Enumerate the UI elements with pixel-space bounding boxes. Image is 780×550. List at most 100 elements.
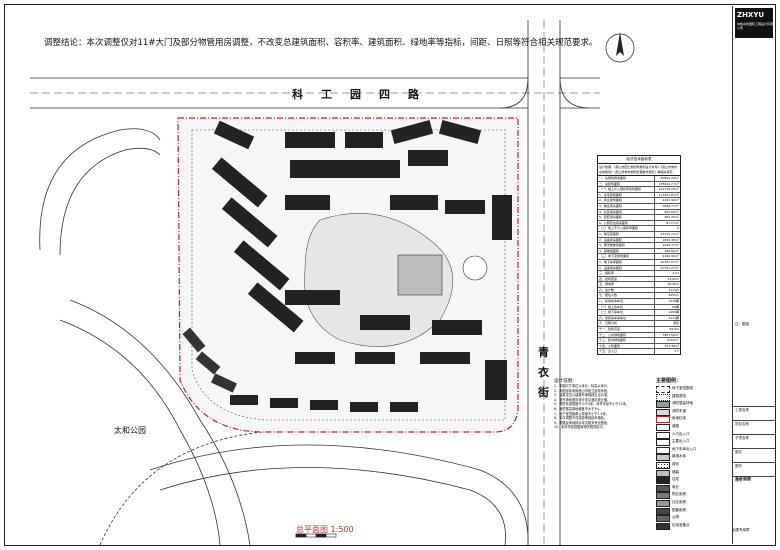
indicator-name: 三、容积率 <box>598 271 655 276</box>
logo-text: ZHXYU <box>737 11 765 19</box>
indicator-name: 2、设备用房面积 <box>598 265 655 271</box>
table-row: 七、居住人数 3555人 <box>598 293 680 300</box>
note-line: 3、建筑定位以建筑外墙轴线交点为准。 <box>554 393 611 398</box>
indicator-name: 八、机动车停车位 <box>598 299 655 304</box>
indicator-value: 4个 <box>674 349 679 354</box>
indicator-value: 40761.27m² <box>660 265 679 270</box>
indicator-value: 1111辆 <box>668 315 679 320</box>
road-east-char: 青 <box>538 346 549 359</box>
indicator-value: 60563.34m² <box>660 176 679 180</box>
title-block-field: 子项名称 <box>735 436 749 440</box>
title-block-divider <box>733 406 775 407</box>
indicator-name: 十、日照分析 <box>598 321 655 327</box>
legend-swatch <box>656 408 670 416</box>
title-block-divider <box>733 434 775 435</box>
road-north-char: 园 <box>350 88 361 101</box>
indicator-value: 761.40m² <box>664 343 679 348</box>
indicator-value: 113401.87m² <box>658 192 679 197</box>
scale-label: 总平面图 1:500 <box>296 525 354 534</box>
park-roads <box>39 128 529 546</box>
indicator-value: 0 <box>677 226 679 231</box>
indicator-value: 1859.38m² <box>662 237 679 242</box>
table-row: 十、日照分析满足 <box>598 321 680 328</box>
adjustment-conclusion: 调整结论：本次调整仅对11#大门及部分物管用房调整，不改变总建筑面积、容积率、建… <box>44 38 598 48</box>
title-block-divider <box>733 476 775 477</box>
north-arrow <box>605 32 635 63</box>
legend-label: 主要出入口 <box>672 439 690 444</box>
indicator-value: 66辆 <box>672 304 679 309</box>
indicator-name: 十四、人防面积 <box>598 343 655 349</box>
stamp-label: 出图专用章 <box>732 528 750 532</box>
table-row: 2、设备用房面积 1859.38m² <box>598 237 680 244</box>
legend-swatch <box>656 462 670 469</box>
legend-label: 建筑退线 <box>672 393 686 398</box>
indicator-name: 5、配套用房面积 <box>598 215 655 220</box>
legend-label: 绿化 <box>672 462 679 466</box>
table-row: 2、设备用房面积 40761.27m² <box>598 265 680 272</box>
indicator-value: 605.60m² <box>664 209 679 214</box>
indicator-name: 2、设备用房面积 <box>598 237 655 243</box>
indicator-value: 186.80m² <box>664 248 679 253</box>
road-north-char: 科 <box>292 88 303 101</box>
indicator-name: 七、居住人数 <box>598 293 655 299</box>
title-block-field: 图名 <box>735 450 742 454</box>
road-north-char: 工 <box>321 88 332 101</box>
indicator-value: 121776.28m² <box>658 187 679 192</box>
internal-road <box>191 129 506 421</box>
note-line: 7、地下室顶板覆土厚度不小于1.5米。 <box>554 411 609 416</box>
indicator-value: 2.01 <box>672 271 679 276</box>
legend-swatch <box>656 393 670 401</box>
legend-swatch <box>656 522 670 530</box>
legend-swatch <box>656 492 670 500</box>
legend-label: 住宅 <box>672 477 679 482</box>
road-north <box>30 77 600 109</box>
indicator-value: 1096.37m² <box>662 243 679 248</box>
note-line: 2、本图坐标采用眉山市独立坐标系统。 <box>554 388 611 393</box>
table-row: 三、容积率 2.01 <box>598 271 680 277</box>
note-line: 9、道路及场地排水详见相关专业图纸。 <box>554 420 611 425</box>
indicator-name: 1、架空层面积 <box>598 231 655 237</box>
road-east-char: 衣 <box>538 366 549 379</box>
drawing-frame <box>4 4 776 546</box>
indicator-name: （一）地上计入容积率建筑面积 <box>598 187 655 192</box>
indicator-value: 1316辆 <box>668 299 679 304</box>
buildings-west <box>182 327 237 393</box>
title-block-divider <box>733 448 775 449</box>
title-block-divider <box>733 462 775 463</box>
indicator-name: 十五、出入口 <box>598 349 655 354</box>
indicator-name: 二、总建筑面积 <box>598 181 655 187</box>
legend-label: 道路 <box>672 424 679 428</box>
legend-label: 景观水体 <box>672 454 686 459</box>
indicator-name: 十一、建筑高度 <box>598 327 655 332</box>
legend-swatch <box>656 446 670 454</box>
indicator-value: 2297.46m² <box>662 198 679 203</box>
indicator-value: 1111户 <box>668 287 679 292</box>
legend-label: 社区用房 <box>672 500 686 504</box>
indicator-value: 3555人 <box>668 293 679 298</box>
indicator-name: （三）地下室建筑面积 <box>598 254 655 259</box>
table-title: 经济技术指标表 <box>598 156 680 164</box>
table-row: 八、机动车停车位 1316辆 <box>598 299 680 305</box>
indicator-value: 7867.50m² <box>662 332 679 337</box>
indicator-value: 178312.77m² <box>658 181 679 186</box>
road-east-char: 街 <box>538 386 549 399</box>
